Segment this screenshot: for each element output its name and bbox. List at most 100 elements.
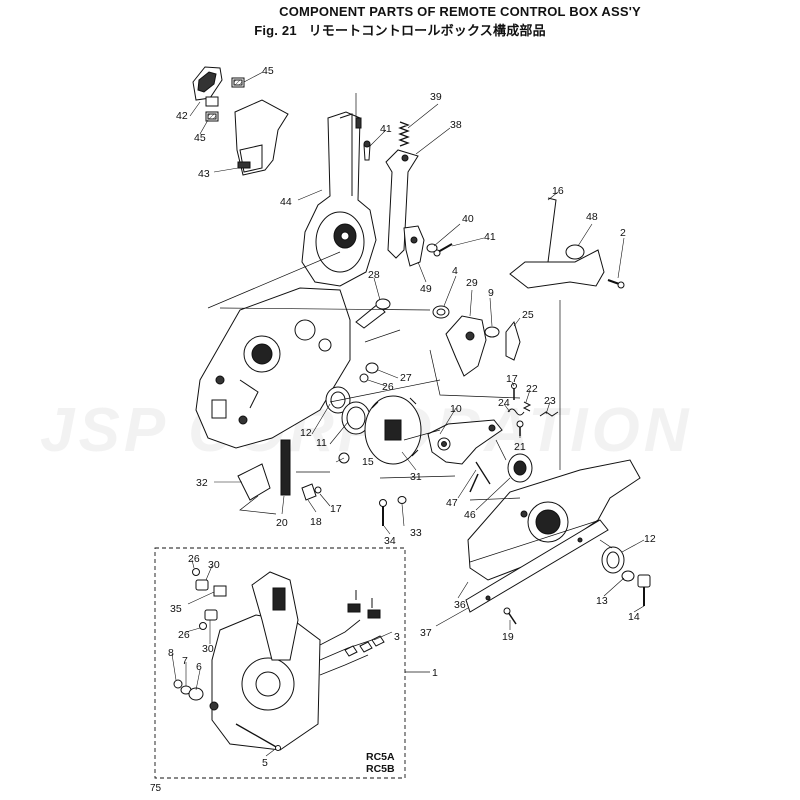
part-27-washer [365,362,379,374]
callout-18: 18 [310,516,322,528]
part-36-base-plate [467,459,641,581]
inset-callout-30-lower: 30 [202,643,214,655]
part-9-washer [484,326,500,338]
part-32-bracket [237,463,271,501]
callout-14: 14 [628,611,640,623]
figure-subtitle-jp: リモートコントロールボックス構成部品 [308,23,546,38]
callout-9: 9 [488,287,494,299]
main-housing [195,287,351,449]
inset-callout-7: 7 [182,655,188,667]
inset-box [154,547,430,779]
part-12-oring-lower [601,546,625,574]
callout-22: 22 [526,383,538,395]
callout-15: 15 [362,456,374,468]
diagram-title: COMPONENT PARTS OF REMOTE CONTROL BOX AS… [279,4,641,19]
inset-control-handle [251,571,299,661]
inset-callout-26-upper: 26 [188,553,200,565]
callout-48: 48 [586,211,598,223]
inset-callout-35: 35 [170,603,182,615]
part-41-screw-upper [363,140,371,161]
part-28-bolt [355,298,391,329]
part-20-pad [280,439,291,496]
callout-24: 24 [498,397,510,409]
callout-43: 43 [198,168,210,180]
callout-20: 20 [276,517,288,529]
part-26-nut [359,373,369,383]
callout-41-upper: 41 [380,123,392,135]
callout-40: 40 [462,213,474,225]
callout-21: 21 [514,441,526,453]
callout-42: 42 [176,110,188,122]
callout-13: 13 [596,595,608,607]
callout-labels: 45 42 45 43 44 41 39 38 40 41 16 48 2 28… [168,65,656,775]
inset-model-label-b: RC5B [366,763,395,775]
callout-38: 38 [450,119,462,131]
callout-12-lower: 12 [644,533,656,545]
callout-17-upper: 17 [506,373,518,385]
callout-31: 31 [410,471,422,483]
part-12-oring-upper [325,386,351,414]
figure-caption: Fig. 21 リモートコントロールボックス構成部品 [0,20,800,39]
callout-45-lower: 45 [194,132,206,144]
inset-part-26-nut-upper [192,568,200,576]
part-47-screw [469,473,479,493]
callout-47: 47 [446,497,458,509]
inset-remote-control-body [209,614,321,751]
part-42-lever-cap [192,66,223,101]
inset-callout-6: 6 [196,661,202,673]
inset-part-8-nut [173,679,183,689]
part-38-bracket [385,149,419,259]
inset-part-26-nut-lower [199,622,207,630]
inset-part-30-bushing-upper [195,579,209,591]
inset-part-3-terminals [344,635,385,657]
callout-45-upper: 45 [262,65,274,77]
figure-label: Fig. 21 [254,23,297,38]
inset-callout-30-upper: 30 [208,559,220,571]
part-39-spring [398,121,410,147]
part-16-lever [509,197,605,289]
callout-33: 33 [410,527,422,539]
part-48-clip [565,244,585,260]
part-31-gear [364,395,422,465]
part-37-retainer-bar [465,519,609,613]
callout-16: 16 [552,185,564,197]
callout-23: 23 [544,395,556,407]
part-19-screw [503,607,517,625]
part-18-clip [301,483,317,501]
part-4-washer [432,305,450,319]
callout-44: 44 [280,196,292,208]
callout-10: 10 [450,403,462,415]
inset-part-30-bushing-lower [204,609,218,621]
part-10-shift-lever [427,419,503,485]
part-41-screw-lower [433,243,453,257]
inset-harness [319,590,381,676]
part-45-clip-upper [231,77,245,88]
callout-1: 1 [432,667,438,679]
callout-49: 49 [420,283,432,295]
part-17-screw-lower [314,486,322,494]
part-34-bolt [379,499,387,526]
callout-2: 2 [620,227,626,239]
part-29-cam-plate [445,315,487,377]
inset-model-label-a: RC5A [366,751,395,763]
callout-25: 25 [522,309,534,321]
part-25-lock-lever [505,320,521,361]
callout-4: 4 [452,265,458,277]
part-24-spring [507,408,525,416]
part-23-spring [539,411,559,417]
part-40-washer [426,243,438,253]
callout-17-lower: 17 [330,503,342,515]
callout-leaders [171,71,645,757]
part-14-bolt [637,574,651,606]
inset-callout-8: 8 [168,647,174,659]
inset-part-35-clip [213,585,227,597]
inset-callout-26-lower: 26 [178,629,190,641]
callout-29: 29 [466,277,478,289]
inset-part-5-bolt [235,723,281,751]
part-43-lever-cover [234,99,289,176]
inset-callout-3: 3 [394,631,400,643]
part-33-washer [397,496,407,504]
part-13-washer [621,570,635,582]
callout-39: 39 [430,91,442,103]
